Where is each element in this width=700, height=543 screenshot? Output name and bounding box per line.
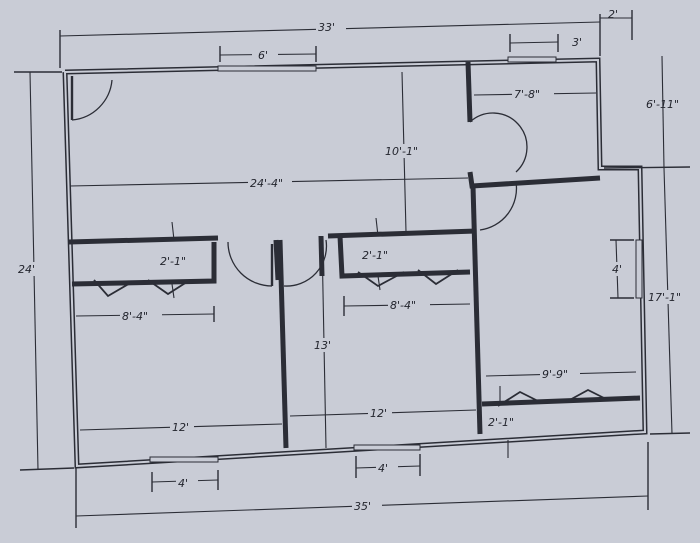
- entry-door-swing: [71, 79, 113, 121]
- window-top: [217, 65, 317, 72]
- window-right: [635, 239, 643, 299]
- dim-closet-c-depth: 2'-1": [488, 416, 514, 429]
- bedroom-a-door-swing: [227, 241, 273, 287]
- bifold-a-2: [147, 279, 191, 296]
- dim-bedroom-a-width: 12': [172, 421, 189, 434]
- windows: [149, 56, 643, 463]
- closet-b-wall: [337, 235, 471, 279]
- right-wing-door-swing: [479, 181, 518, 231]
- great-room-south-wall-mid: [327, 228, 477, 239]
- bifold-c-2: [565, 388, 609, 403]
- exterior-wall: [62, 57, 648, 469]
- bifold-c-1: [497, 390, 541, 407]
- exterior-wall-core: [64, 58, 647, 468]
- closet-top-door-swing: [469, 112, 528, 173]
- closet-c-wall: [481, 395, 641, 407]
- dim-overall-left: 24': [18, 263, 35, 276]
- window-top-right: [507, 56, 557, 63]
- dim-bedroom-b-width: 12': [370, 407, 387, 420]
- interior-walls: [68, 61, 641, 449]
- closet-a-wall: [71, 242, 217, 287]
- bedroom-divider-wall: [277, 239, 289, 449]
- right-wing-west-wall: [470, 185, 483, 435]
- doors: [70, 76, 528, 287]
- dim-closet-a-width: 8'-4": [122, 310, 148, 323]
- great-room-south-wall-left: [68, 235, 219, 245]
- closet-top-right-wall: [465, 61, 473, 123]
- dim-bottom-window-right: 4': [378, 462, 388, 475]
- dim-right-window: 4': [612, 263, 622, 276]
- dim-great-room-depth: 10'-1": [385, 145, 418, 158]
- dim-bottom-window-left: 4': [178, 477, 188, 490]
- bifold-b-1: [357, 271, 405, 288]
- dim-closet-depth: 6'-11": [646, 98, 679, 111]
- dim-overall-bottom: 35': [354, 500, 371, 513]
- dim-closet-b-width: 8'-4": [390, 299, 416, 312]
- dim-closet-b-depth: 2'-1": [362, 249, 388, 262]
- window-bottom-left: [149, 456, 219, 463]
- window-bottom-right: [353, 444, 421, 451]
- dim-right-offset-top: 2': [608, 8, 618, 21]
- dim-top-window: 6': [258, 49, 268, 62]
- bifold-doors: [93, 269, 609, 407]
- dim-top-right-window: 3': [572, 36, 582, 49]
- dim-closet-a-depth: 2'-1": [160, 255, 186, 268]
- hall-jamb-right: [318, 235, 325, 277]
- bifold-b-2: [417, 269, 459, 286]
- exterior-walls: [62, 57, 648, 469]
- dim-overall-top: 33': [318, 21, 335, 34]
- closet-top-right-wall-lower: [467, 171, 601, 189]
- dim-bedroom-depth: 13': [314, 339, 331, 352]
- bifold-a-1: [93, 279, 133, 298]
- dimension-labels: 33' 2' 6' 3' 7'-8" 6'-11" 17'-1" 24' 10'…: [16, 8, 694, 513]
- hall-jamb-left: [273, 239, 281, 281]
- dim-closet-width: 7'-8": [514, 88, 540, 101]
- dim-right-wing-depth: 17'-1": [648, 291, 681, 304]
- bedroom-b-door-swing: [283, 239, 328, 287]
- dim-great-room-width: 24'-4": [250, 177, 283, 190]
- dim-closet-c-width: 9'-9": [542, 368, 568, 381]
